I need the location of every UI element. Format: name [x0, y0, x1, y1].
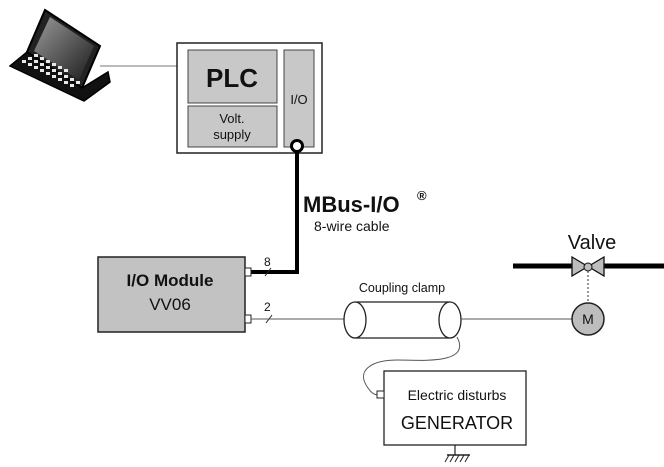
laptop-icon: [8, 8, 111, 102]
plc-io-label: I/O: [290, 92, 307, 107]
motor-icon: M: [571, 302, 605, 336]
io-module: I/O Module VV06: [97, 256, 252, 333]
io-module-port-bottom: [244, 314, 252, 324]
plc-rack: PLC Volt. supply I/O: [176, 42, 323, 154]
valve-actuator-icon: [583, 262, 593, 272]
wire-count-top-tick: [264, 267, 272, 277]
io-module-title: I/O Module: [127, 271, 214, 290]
clamp-generator-cable: [363, 336, 461, 396]
bus-registered-mark: ®: [417, 188, 427, 203]
volt-supply-label-line1: Volt.: [219, 111, 244, 126]
mbus-cable: [250, 148, 299, 274]
disturbance-generator: Electric disturbs GENERATOR: [376, 370, 527, 463]
volt-supply-box: [187, 105, 278, 148]
wire-count-top: 8: [264, 255, 271, 269]
wire-count-bottom: 2: [264, 300, 271, 314]
motor-label: M: [582, 311, 594, 327]
plc-title: PLC: [206, 63, 258, 93]
volt-supply-label-line2: supply: [213, 127, 251, 142]
valve-label: Valve: [568, 232, 617, 254]
ground-icon: [444, 445, 470, 463]
bus-name: MBus-I/O: [303, 192, 400, 217]
generator-label-line1: Electric disturbs: [408, 387, 507, 403]
generator-port: [376, 390, 385, 399]
coupling-clamp: Coupling clamp: [343, 281, 462, 339]
coupling-clamp-label: Coupling clamp: [359, 281, 445, 295]
plc-cpu-box: [187, 49, 278, 104]
valve-assembly: Valve: [513, 232, 664, 302]
bus-cable-description: 8-wire cable: [314, 218, 390, 234]
mbus-connector-icon: [290, 139, 304, 153]
io-module-port-top: [244, 267, 252, 277]
io-module-model: VV06: [149, 295, 191, 314]
generator-label-line2: GENERATOR: [401, 413, 513, 433]
